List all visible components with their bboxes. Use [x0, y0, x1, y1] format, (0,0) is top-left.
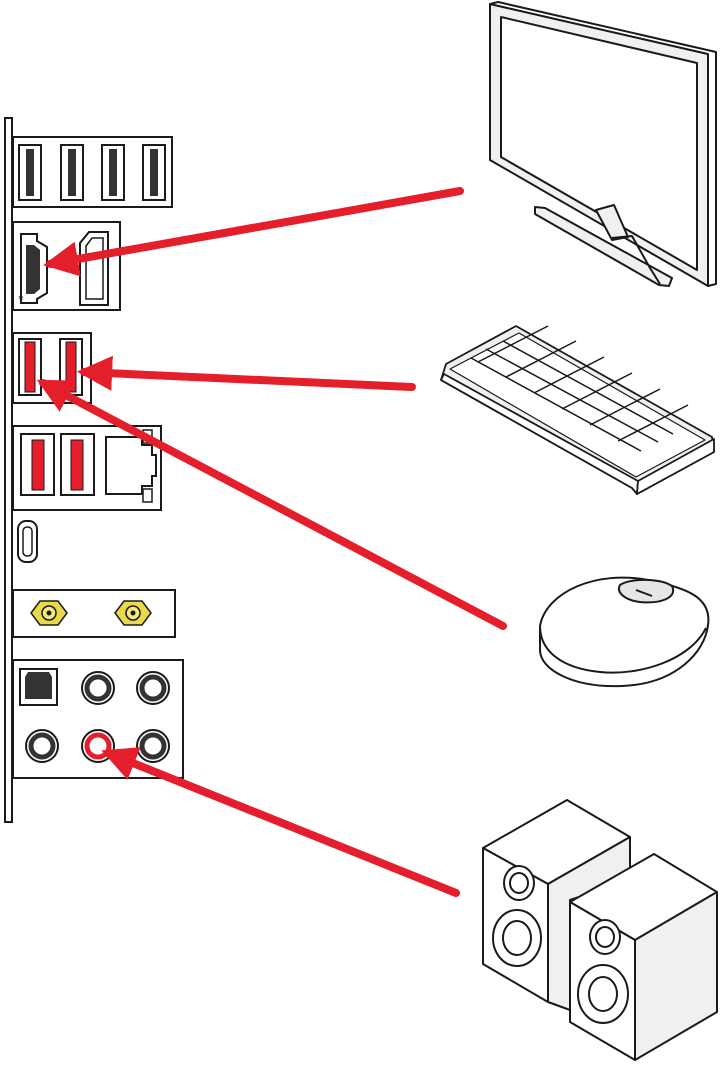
usb-port — [102, 145, 124, 200]
audio-jack — [82, 672, 114, 704]
usb-port — [21, 434, 54, 495]
monitor-icon — [490, 2, 716, 286]
audio-jack — [137, 730, 169, 762]
antenna-connector — [31, 601, 67, 625]
arrow-keyboard-to-usb — [84, 372, 412, 387]
audio-block — [13, 660, 183, 778]
usb-port — [143, 145, 165, 200]
usb-port — [61, 434, 94, 495]
usb-block-red-upper — [13, 333, 91, 403]
usb-port — [61, 145, 83, 200]
wifi-antenna-block — [13, 590, 175, 637]
keyboard-icon — [441, 326, 714, 494]
arrow-speakers-to-line-out — [108, 753, 456, 893]
panel-bracket — [5, 118, 12, 822]
optical-out-port — [20, 669, 57, 705]
usb-block-top — [13, 137, 172, 207]
antenna-connector — [115, 601, 151, 625]
video-block: ≋ — [13, 222, 120, 310]
usb-port — [19, 339, 41, 395]
hdmi-mark: ≋ — [18, 294, 24, 302]
hdmi-port: ≋ — [18, 234, 47, 303]
rear-io-panel: ≋ — [5, 118, 183, 822]
mouse-icon — [540, 578, 708, 687]
audio-jack — [137, 672, 169, 704]
usb-c-port — [18, 521, 37, 562]
usb-port — [60, 339, 82, 395]
displayport-port — [80, 232, 108, 305]
usb-port — [19, 145, 41, 200]
speakers-icon — [483, 800, 717, 1060]
usb-lan-block — [13, 426, 161, 510]
audio-jack — [26, 730, 58, 762]
